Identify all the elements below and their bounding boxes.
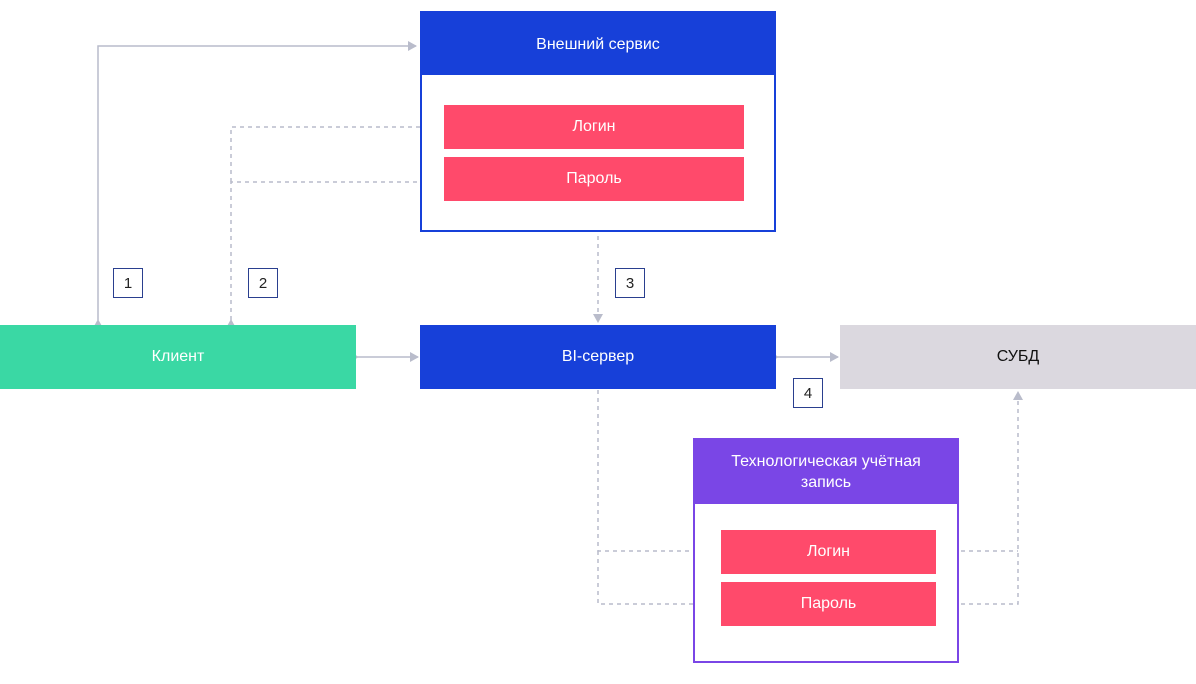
tech-login-field: Логин — [721, 530, 936, 574]
tech-account-header: Технологическая учётная запись — [695, 440, 957, 504]
step-1-badge: 1 — [113, 268, 143, 298]
external-service-title: Внешний сервис — [536, 35, 660, 53]
dbms-node: СУБД — [840, 325, 1196, 389]
step-3-label: 3 — [625, 274, 635, 292]
step-2-label: 2 — [258, 274, 268, 292]
tech-account-title: Технологическая учётная запись — [731, 453, 921, 491]
external-password-field: Пароль — [444, 157, 744, 201]
dbms-label: СУБД — [996, 348, 1040, 365]
external-password-label: Пароль — [566, 170, 622, 187]
tech-password-field: Пароль — [721, 582, 936, 626]
tech-account-panel: Технологическая учётная запись Логин Пар… — [693, 438, 959, 663]
bi-server-label: BI-сервер — [561, 348, 635, 365]
step-4-label: 4 — [803, 384, 813, 402]
external-service-panel: Внешний сервис Логин Пароль — [420, 11, 776, 232]
client-label: Клиент — [151, 348, 205, 365]
connector-bi-tech-password — [597, 551, 719, 609]
external-login-field: Логин — [444, 105, 744, 149]
client-node: Клиент — [0, 325, 356, 389]
external-service-header: Внешний сервис — [422, 13, 774, 75]
connector-tech-password-dbms — [937, 391, 1023, 605]
tech-password-label: Пароль — [800, 595, 857, 612]
bi-server-node: BI-сервер — [420, 325, 776, 389]
step-3-badge: 3 — [615, 268, 645, 298]
connector-client-external-password — [226, 177, 442, 328]
tech-login-label: Логин — [806, 543, 850, 560]
step-1-label: 1 — [123, 274, 133, 292]
external-login-label: Логин — [572, 118, 616, 135]
connector-client-external — [93, 41, 417, 328]
step-2-badge: 2 — [248, 268, 278, 298]
connector-client-external-login — [230, 122, 442, 182]
step-4-badge: 4 — [793, 378, 823, 408]
